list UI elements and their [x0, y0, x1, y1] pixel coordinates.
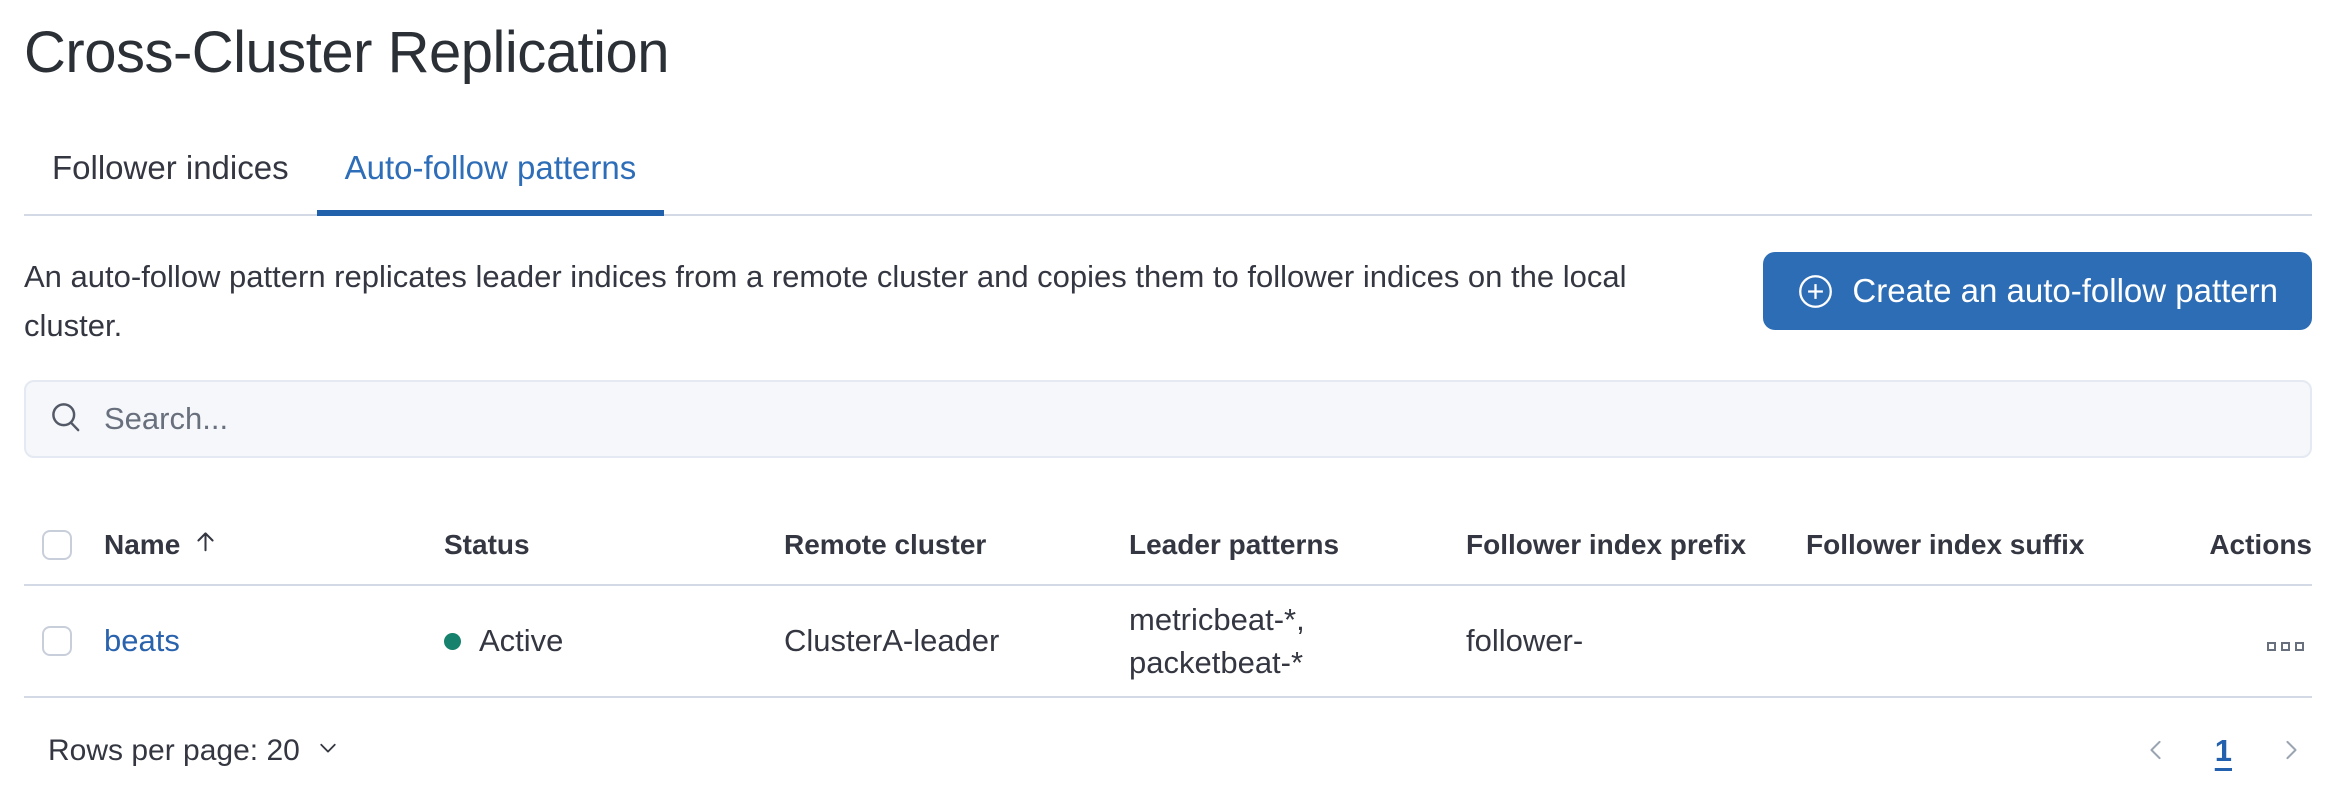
next-page-button[interactable] — [2274, 733, 2308, 770]
page-number-1[interactable]: 1 — [2214, 733, 2232, 768]
chevron-left-icon — [2143, 737, 2169, 766]
create-auto-follow-pattern-button[interactable]: Create an auto-follow pattern — [1763, 252, 2312, 330]
search-bar — [24, 380, 2312, 458]
plus-in-circle-icon — [1797, 273, 1834, 310]
column-header-follower-index-suffix: Follower index suffix — [1806, 510, 2151, 586]
column-header-follower-index-prefix: Follower index prefix — [1466, 510, 1806, 586]
table-footer: Rows per page: 20 1 — [24, 720, 2312, 782]
column-header-leader-patterns: Leader patterns — [1129, 510, 1466, 586]
pagination: 1 — [2139, 733, 2312, 770]
rows-per-page-button[interactable]: Rows per page: 20 — [24, 734, 340, 768]
pattern-name-cell: beats — [104, 585, 444, 698]
remote-cluster-cell: ClusterA-leader — [784, 585, 1129, 698]
page-description: An auto-follow pattern replicates leader… — [24, 259, 1627, 343]
tab-auto-follow-patterns[interactable]: Auto-follow patterns — [316, 148, 665, 216]
tabs-bar: Follower indices Auto-follow patterns — [24, 148, 2312, 216]
column-header-actions: Actions — [2151, 510, 2312, 586]
pattern-status-cell: Active — [444, 585, 784, 698]
table-row: beats Active ClusterA-leader metricbeat-… — [24, 585, 2312, 698]
search-icon — [48, 399, 84, 440]
boxes-horizontal-icon — [2267, 642, 2276, 651]
table-header-row: Name Status Remote cluster Leader patter… — [24, 510, 2312, 586]
page-title: Cross-Cluster Replication — [24, 20, 670, 85]
chevron-down-icon — [316, 734, 340, 768]
pattern-name-link[interactable]: beats — [104, 623, 180, 658]
follower-index-suffix-cell — [1806, 585, 2151, 698]
column-header-status: Status — [444, 510, 784, 586]
row-actions-button[interactable] — [2261, 636, 2310, 657]
leader-patterns-cell: metricbeat-*, packetbeat-* — [1129, 585, 1466, 698]
previous-page-button[interactable] — [2139, 733, 2173, 770]
row-actions-cell — [2151, 585, 2312, 698]
rows-per-page-label: Rows per page: 20 — [48, 734, 300, 767]
row-checkbox[interactable] — [42, 626, 72, 656]
search-input[interactable] — [104, 401, 2288, 437]
select-all-cell — [24, 510, 104, 586]
create-button-label: Create an auto-follow pattern — [1852, 272, 2278, 309]
column-header-remote-cluster: Remote cluster — [784, 510, 1129, 586]
select-all-checkbox[interactable] — [42, 530, 72, 560]
follower-index-prefix-cell: follower- — [1466, 585, 1806, 698]
intro-section: An auto-follow pattern replicates leader… — [24, 252, 2312, 350]
tab-follower-indices[interactable]: Follower indices — [52, 149, 289, 186]
status-active-dot-icon — [444, 632, 461, 650]
column-header-name[interactable]: Name — [104, 510, 444, 586]
chevron-right-icon — [2278, 737, 2304, 766]
status-label: Active — [479, 623, 564, 658]
auto-follow-patterns-table: Name Status Remote cluster Leader patter… — [24, 510, 2312, 698]
sort-ascending-arrow-icon — [192, 528, 219, 562]
row-select-cell — [24, 585, 104, 698]
